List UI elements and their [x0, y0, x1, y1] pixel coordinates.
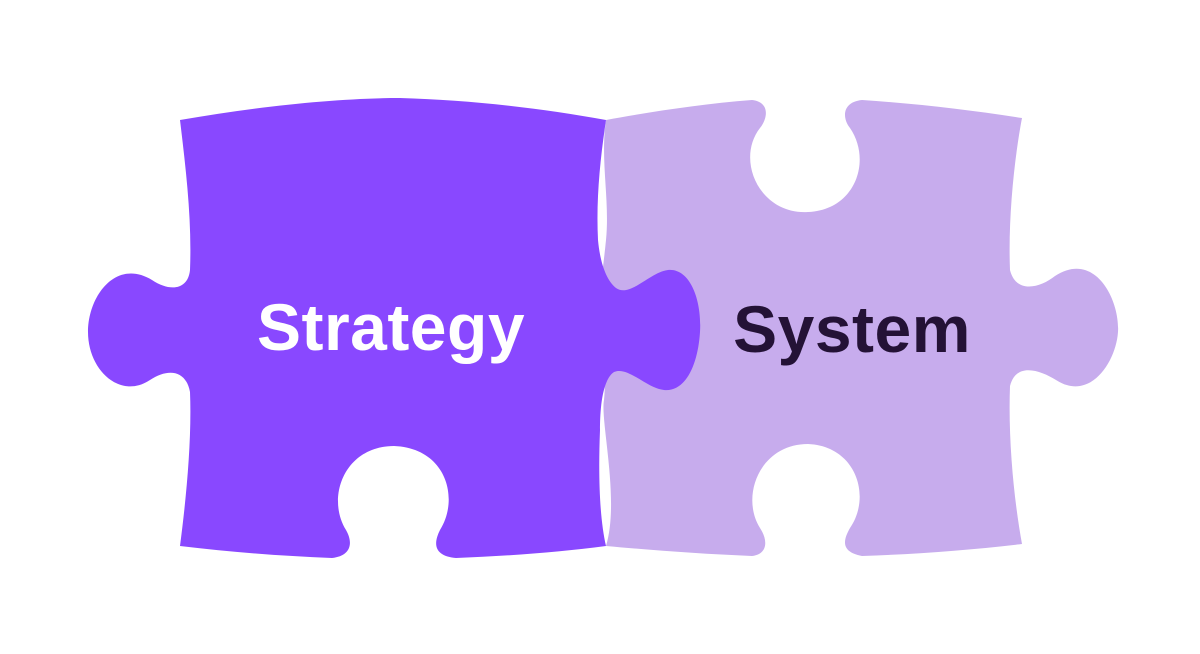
- puzzle-piece-system: System: [594, 100, 1119, 556]
- system-piece-shape: [594, 100, 1119, 556]
- puzzle-piece-strategy: Strategy: [88, 98, 701, 558]
- strategy-label: Strategy: [257, 290, 525, 364]
- strategy-piece-shape: [88, 98, 701, 558]
- system-label: System: [733, 292, 971, 366]
